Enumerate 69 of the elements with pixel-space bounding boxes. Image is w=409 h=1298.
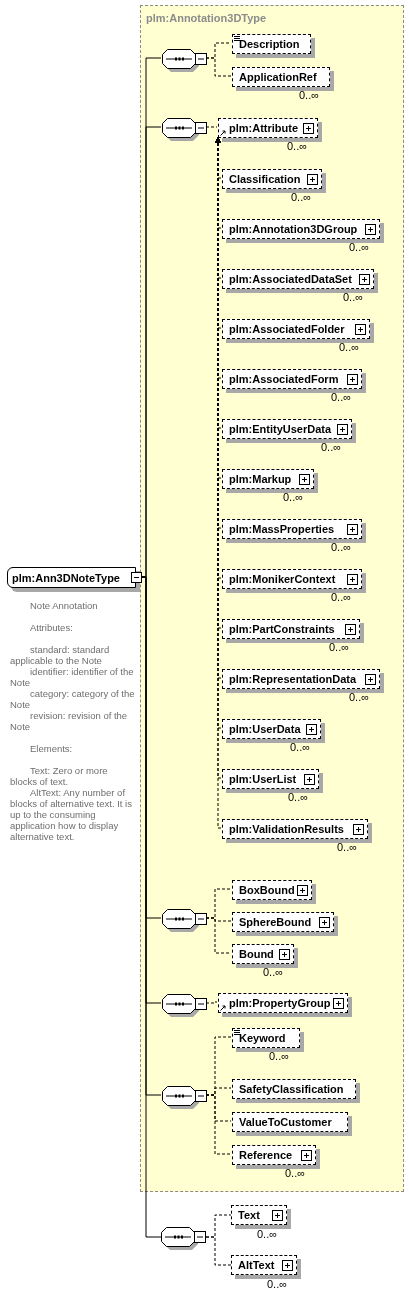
cardinality-label: 0..∞ [287, 140, 308, 152]
group-panel [140, 5, 404, 1192]
cardinality-label: 0..∞ [349, 241, 370, 253]
element-name: plm:PropertyGroup [229, 997, 331, 1009]
sequence-compositor [162, 49, 208, 72]
cardinality-label: 0..∞ [331, 591, 352, 603]
cardinality-label: 0..∞ [267, 1278, 288, 1290]
element-name: plm:PartConstraints [229, 623, 335, 635]
element-name: ApplicationRef [239, 71, 317, 83]
cardinality-label: 0..∞ [343, 291, 364, 303]
element-name: plm:AssociatedFolder [229, 323, 345, 335]
element-name: plm:MonikerContext [229, 573, 336, 585]
element-name: plm:RepresentationData [229, 673, 357, 685]
cardinality-label: 0..∞ [331, 541, 352, 553]
cardinality-label: 0..∞ [331, 391, 352, 403]
element-name: plm:EntityUserData [229, 423, 332, 435]
cardinality-label: 0..∞ [337, 841, 358, 853]
connector-line [205, 57, 232, 77]
cardinality-label: 0..∞ [257, 1228, 278, 1240]
element-name: plm:AssociatedDataSet [229, 273, 352, 285]
element-name: AltText [238, 1259, 275, 1271]
element-name: plm:Annotation3DGroup [229, 223, 358, 235]
annotation-text: Elements: [29, 743, 74, 754]
cardinality-label: 0..∞ [291, 191, 312, 203]
connector-line [205, 1236, 232, 1266]
connector-line [205, 917, 232, 954]
cardinality-label: 0..∞ [288, 791, 309, 803]
cardinality-label: 0..∞ [349, 691, 370, 703]
element-name: plm:ValidationResults [229, 823, 344, 835]
connector-line [205, 1094, 232, 1155]
annotation-text: revision: revision of the Note [10, 710, 129, 732]
element-name: Keyword [239, 1032, 286, 1044]
element-name: plm:AssociatedForm [229, 373, 339, 385]
element-name: plm:Ann3DNoteType [12, 571, 120, 584]
cardinality-label: 0..∞ [269, 1050, 290, 1062]
cardinality-label: 0..∞ [263, 966, 284, 978]
cardinality-label: 0..∞ [285, 1167, 306, 1179]
element-name: plm:UserData [229, 723, 301, 735]
connector-line [205, 1001, 218, 1004]
element-name: BoxBound [239, 884, 295, 896]
element-name: Bound [239, 948, 274, 960]
annotation-text: AltText: Any number of blocks of alternative text. It is up to the consuming application how to display alternative text. [10, 787, 133, 842]
element-name: Classification [229, 173, 301, 185]
element-name: Description [239, 38, 300, 50]
sequence-compositor [161, 1227, 207, 1250]
cardinality-label: 0..∞ [299, 89, 320, 101]
element-name: SphereBound [239, 916, 312, 928]
cardinality-label: 0..∞ [283, 491, 304, 503]
element-name: plm:Markup [229, 473, 292, 485]
sequence-compositor [162, 118, 208, 141]
sequence-compositor [162, 909, 208, 932]
element-name: ValueToCustomer [239, 1116, 332, 1128]
element-name: plm:MassProperties [229, 523, 335, 535]
element-name: Reference [239, 1149, 293, 1161]
cardinality-label: 0..∞ [339, 341, 360, 353]
annotation-text: Note Annotation [29, 600, 99, 611]
element-name: SafetyClassification [239, 1083, 344, 1095]
annotation-text: Text: Zero or more blocks of text. [10, 765, 109, 787]
group-title: plm:Annotation3DType [146, 12, 267, 24]
element-name: plm:Attribute [229, 122, 299, 134]
sequence-compositor [162, 1086, 208, 1109]
cardinality-label: 0..∞ [321, 441, 342, 453]
annotation-text: Attributes: [29, 622, 74, 633]
element-name: Text [238, 1209, 260, 1221]
connector-line [205, 126, 218, 128]
sequence-compositor [162, 994, 208, 1017]
cardinality-label: 0..∞ [290, 741, 311, 753]
cardinality-label: 0..∞ [329, 641, 350, 653]
element-name: plm:UserList [229, 773, 297, 785]
